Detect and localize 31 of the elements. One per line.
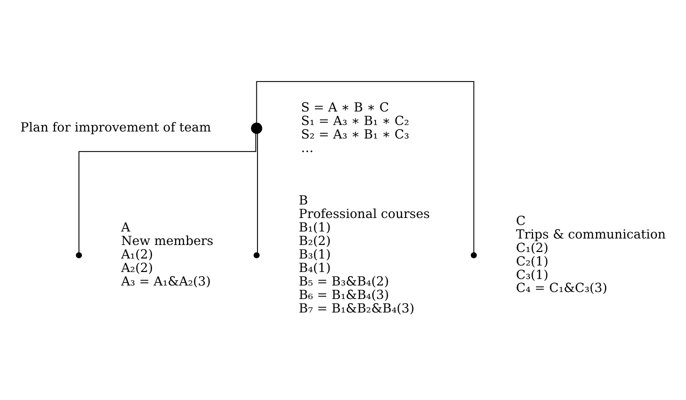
node-label: A₁(2): [121, 246, 153, 262]
node-label: B₅ = B₃&B₄(2): [298, 272, 389, 288]
node-circle: [76, 252, 82, 258]
node-circle: [254, 252, 260, 258]
connector: [257, 132, 258, 253]
node-circle: [470, 252, 477, 258]
node-label: B₇ = B₁&B₂&B₄(3): [298, 300, 414, 315]
node-label: A₂(2): [121, 260, 153, 275]
node-label: B₃(1): [298, 246, 331, 262]
node-label: S₂ = A₃ ∗ B₁ ∗ C₃: [301, 126, 410, 141]
connector: [78, 132, 256, 252]
node-label: Plan for improvement of team: [20, 119, 212, 134]
node-label: B₁(1): [298, 219, 331, 234]
node-circle: [251, 122, 262, 134]
node-label: B₆ = B₁&B₄(3): [298, 286, 389, 302]
node-label: B₄(1): [298, 260, 331, 275]
node-label: Professional courses: [298, 206, 430, 221]
node-label: B₂(2): [298, 232, 331, 248]
node-label: A: [121, 219, 130, 234]
node-label: B: [298, 192, 308, 208]
node-label: C₃(1): [516, 266, 548, 282]
node-label: A₃ = A₁&A₂(3): [121, 272, 211, 288]
node-label: Trips & communication: [516, 226, 666, 241]
connector: [256, 80, 474, 252]
node-label: S₁ = A₃ ∗ B₁ ∗ C₂: [301, 112, 410, 128]
node-label: C₄ = C₁&C₃(3): [516, 280, 608, 295]
node-label: C₂(1): [516, 252, 548, 268]
node-label: C: [516, 212, 526, 228]
node-label: …: [301, 139, 314, 154]
node-label: New members: [121, 232, 214, 248]
node-label: S = A ∗ B ∗ C: [301, 98, 390, 114]
